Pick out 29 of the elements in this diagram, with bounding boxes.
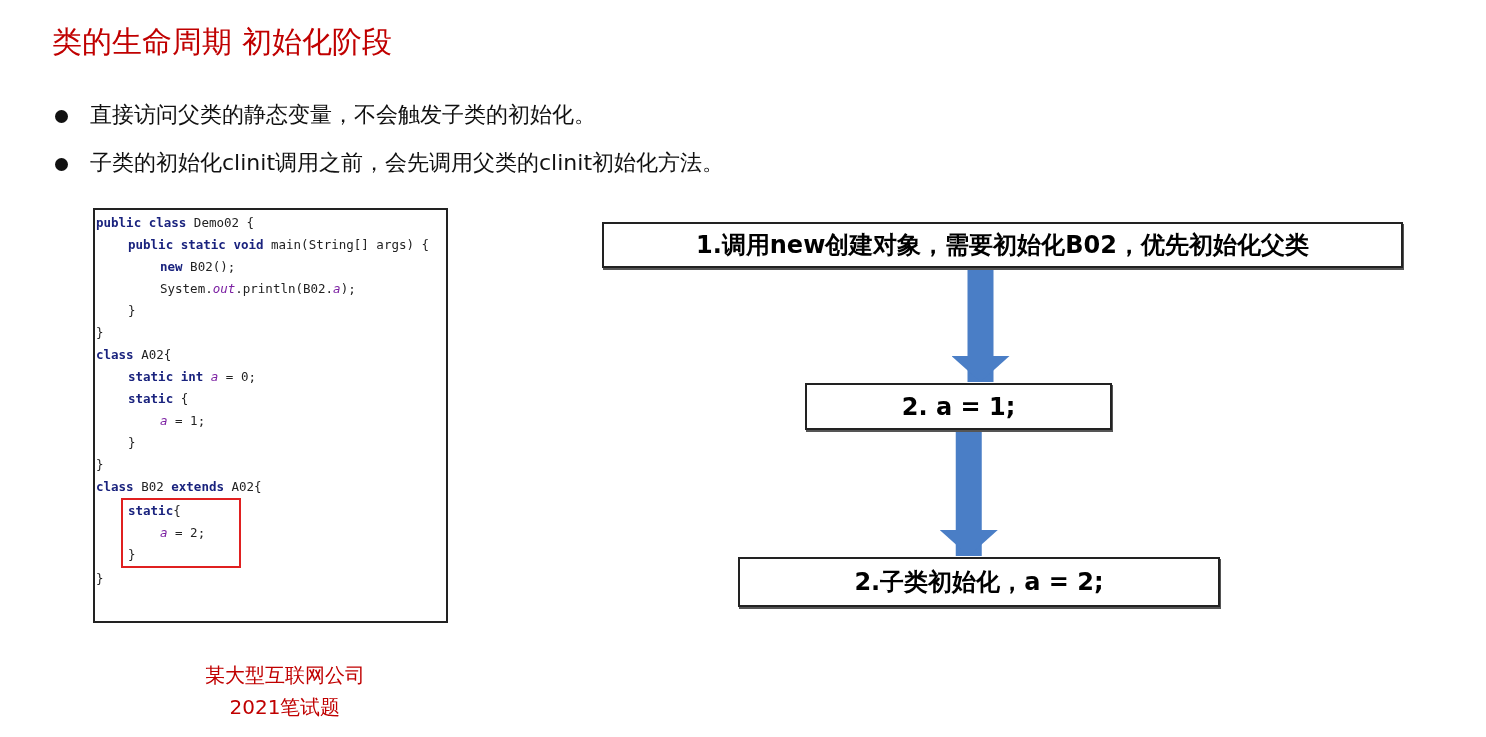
code-line: a = 2; [159, 524, 207, 542]
process-box: 1.调用new创建对象，需要初始化B02，优先初始化父类 [602, 222, 1403, 268]
process-box: 2. a = 1; [805, 383, 1112, 430]
highlight-box [121, 498, 241, 568]
code-line: } [127, 546, 137, 564]
code-line: static { [127, 390, 190, 408]
code-line: class B02 extends A02{ [95, 478, 263, 496]
slide-title: 类的生命周期 初始化阶段 [52, 23, 392, 61]
code-line: } [95, 570, 105, 588]
code-line: System.out.println(B02.a); [159, 280, 357, 298]
code-line: public static void main(String[] args) { [127, 236, 431, 254]
code-line: } [95, 456, 105, 474]
code-line: static int a = 0; [127, 368, 257, 386]
bullet-text: 子类的初始化clinit调用之前，会先调用父类的clinit初始化方法。 [90, 149, 724, 177]
down-arrow [939, 431, 998, 556]
code-block [93, 208, 448, 623]
code-line: static{ [127, 502, 182, 520]
process-box: 2.子类初始化，a = 2; [738, 557, 1220, 607]
code-line: } [127, 302, 137, 320]
code-line: } [95, 324, 105, 342]
caption-text: 某大型互联网公司 [204, 662, 366, 689]
down-arrow [951, 269, 1010, 382]
caption-text: 2021笔试题 [228, 694, 342, 721]
code-line: a = 1; [159, 412, 207, 430]
code-line: new B02(); [159, 258, 237, 276]
code-line: class A02{ [95, 346, 173, 364]
code-line: public class Demo02 { [95, 214, 256, 232]
bullet-text: 直接访问父类的静态变量，不会触发子类的初始化。 [90, 101, 596, 129]
code-line: } [127, 434, 137, 452]
